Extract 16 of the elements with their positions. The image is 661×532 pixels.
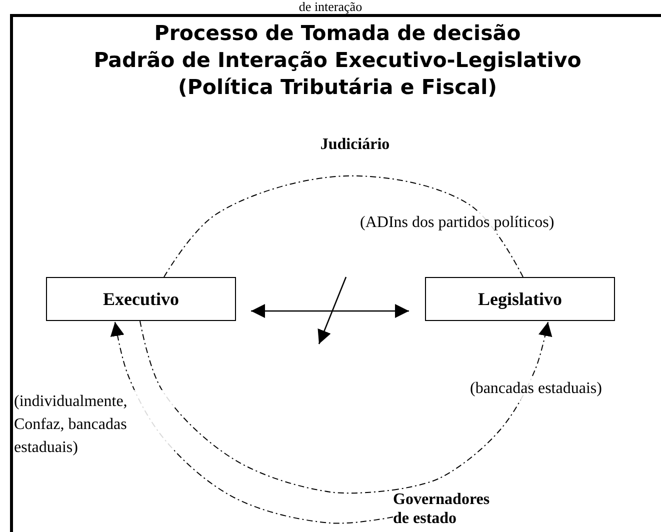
edge-label: (bancadas estaduais)	[470, 377, 602, 400]
branch-label: Judiciário	[319, 135, 391, 155]
edge-label: (ADIns dos partidos políticos)	[360, 211, 554, 234]
arrow	[392, 322, 552, 490]
subtitle: (Política Tributária e Fiscal)	[176, 74, 498, 101]
arrow	[251, 304, 409, 318]
node-label: Legislativo	[478, 290, 562, 308]
process-box	[425, 277, 615, 321]
process-box	[46, 277, 236, 321]
connector-line	[164, 175, 524, 278]
subtitle: Padrão de Interação Executivo-Legislativo	[92, 47, 582, 74]
connector-line	[140, 320, 394, 494]
node-label: Governadores de estado	[393, 490, 491, 528]
title: Processo de Tomada de decisão	[153, 20, 522, 47]
node-label: Executivo	[103, 290, 179, 308]
caption: de interação	[298, 0, 364, 13]
